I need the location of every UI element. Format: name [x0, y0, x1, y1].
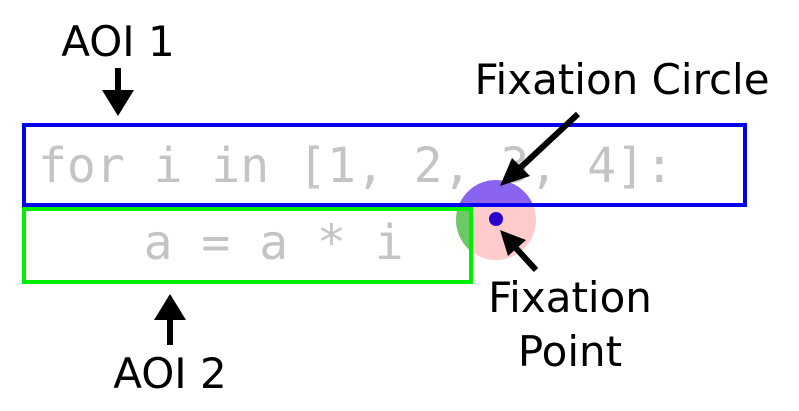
- aoi2-label: AOI 2: [113, 349, 227, 398]
- fixation-circle-overlap-aoi2: [456, 209, 471, 252]
- aoi2-arrow: [154, 294, 186, 345]
- code-line-2: a = a * i: [28, 215, 404, 271]
- fixation-point-label-line1: Fixation: [488, 273, 652, 322]
- fixation-point: [489, 212, 503, 226]
- fixation-circle-label: Fixation Circle: [474, 55, 769, 104]
- code-line-1: for i in [1, 2, 3, 4]:: [38, 138, 674, 194]
- aoi1-label: AOI 1: [61, 17, 175, 66]
- fixation-point-arrow: [500, 230, 539, 273]
- aoi1-box: [22, 123, 747, 207]
- fixation-circle-arrow: [500, 111, 581, 186]
- aoi1-arrow: [102, 68, 134, 116]
- fixation-point-label-line2: Point: [518, 327, 622, 376]
- fixation-circle-overlap-aoi1: [458, 180, 534, 205]
- aoi2-box: [22, 207, 473, 284]
